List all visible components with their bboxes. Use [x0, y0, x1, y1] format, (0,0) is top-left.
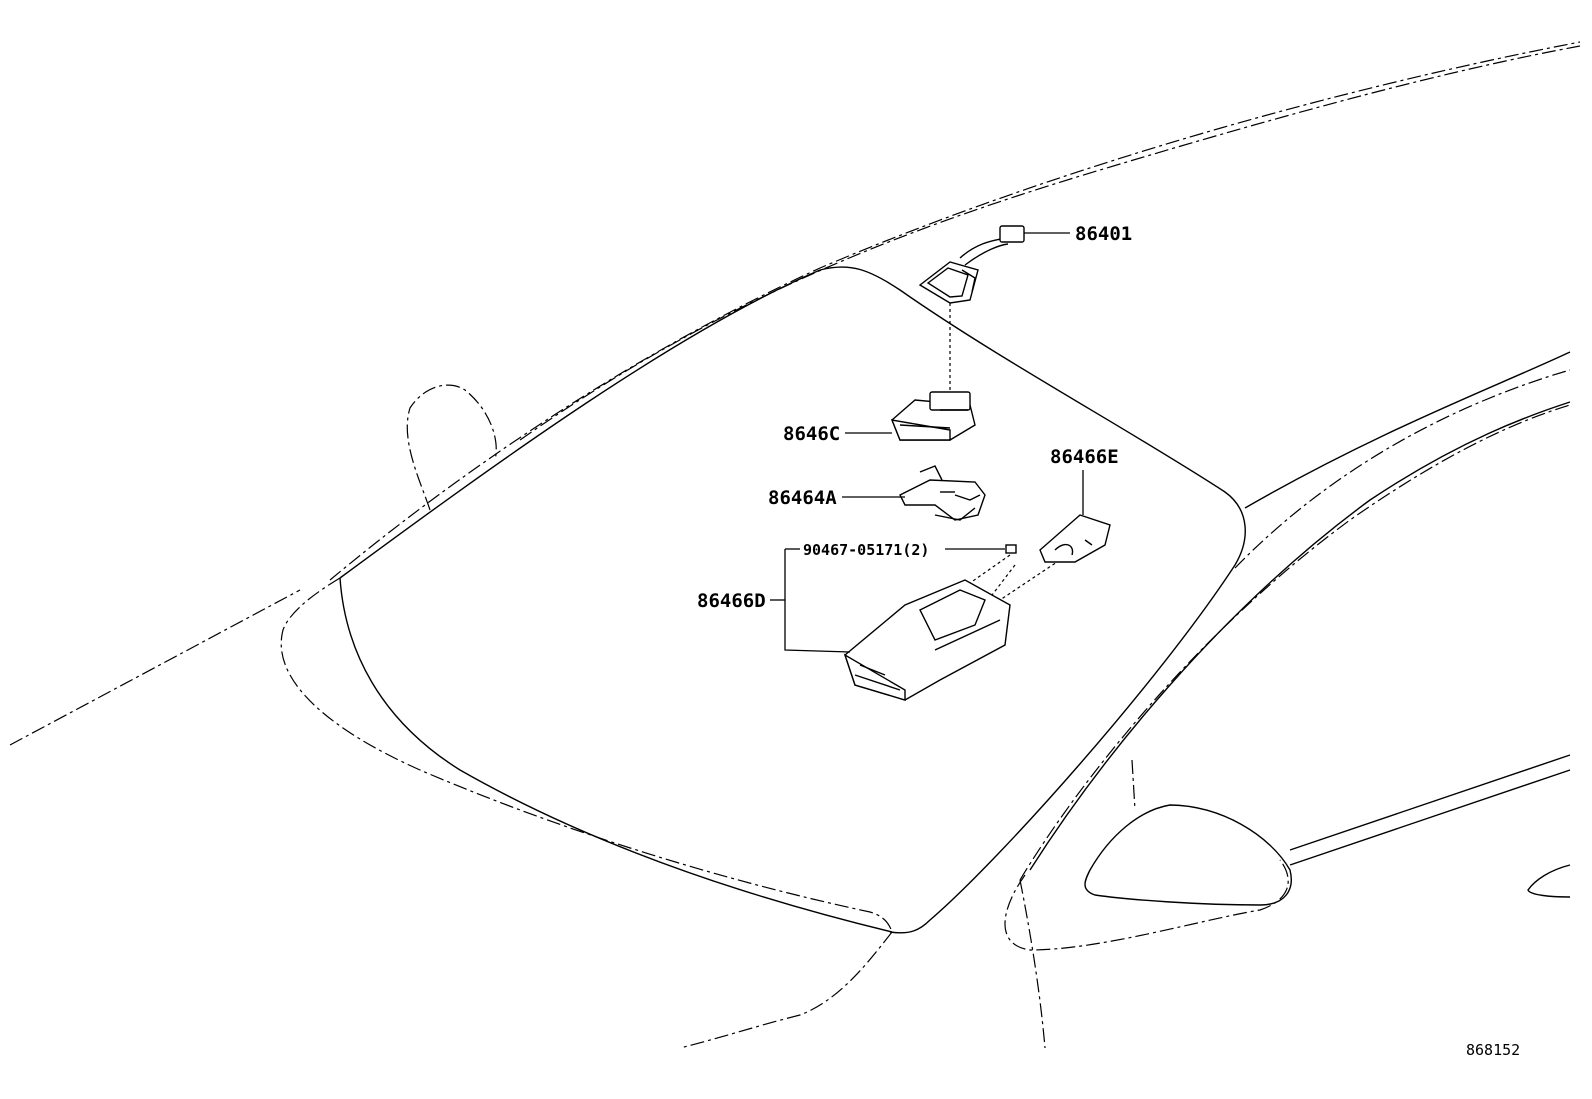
labels: 86401 8646C 86464A 86466E 90467-05171(2)… — [697, 223, 1520, 1059]
label-86466d: 86466D — [697, 590, 766, 612]
drawing-number: 868152 — [1466, 1041, 1520, 1059]
camera-unit-part — [890, 391, 976, 441]
vehicle-outline — [9, 41, 1581, 1049]
housing-part — [843, 579, 1011, 701]
screw-part — [1005, 544, 1017, 554]
sensor-cover-part — [918, 225, 1025, 304]
cover-plate-part — [1039, 514, 1111, 563]
leaders — [770, 232, 1084, 653]
bracket-part — [899, 465, 986, 521]
label-86466e: 86466E — [1050, 446, 1119, 468]
label-8646c: 8646C — [783, 423, 840, 445]
label-90467: 90467-05171(2) — [803, 541, 929, 559]
label-86401: 86401 — [1075, 223, 1132, 245]
label-86464a: 86464A — [768, 487, 837, 509]
